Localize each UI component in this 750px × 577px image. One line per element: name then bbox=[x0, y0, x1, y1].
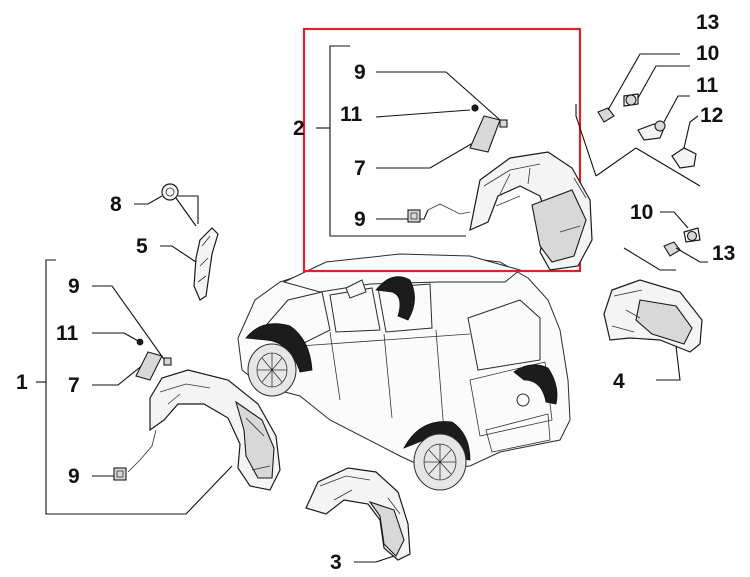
callout-12: 12 bbox=[700, 104, 723, 127]
callout-9-front-bottom: 9 bbox=[68, 465, 80, 488]
part-4-liner bbox=[603, 279, 703, 381]
callout-11-right: 11 bbox=[696, 74, 719, 97]
part-5-8-bracket bbox=[134, 183, 219, 301]
callout-7-box: 7 bbox=[354, 157, 366, 180]
callout-1: 1 bbox=[16, 371, 28, 394]
callout-9-front-top: 9 bbox=[68, 275, 80, 298]
front-wheel-liner-assembly bbox=[36, 259, 281, 515]
callout-2: 2 bbox=[293, 117, 305, 140]
callout-9-box-bottom: 9 bbox=[354, 208, 366, 231]
part-3-liner bbox=[305, 467, 411, 563]
callout-11-box: 11 bbox=[340, 103, 363, 126]
callout-5: 5 bbox=[136, 235, 148, 258]
rear-wheel-liner-assembly bbox=[316, 45, 593, 271]
highlight-box bbox=[302, 27, 582, 273]
mid-right-fasteners bbox=[623, 211, 708, 271]
callout-7-front: 7 bbox=[68, 374, 80, 397]
car-body bbox=[237, 253, 571, 491]
callout-4: 4 bbox=[613, 370, 625, 393]
upper-right-fasteners bbox=[575, 53, 701, 187]
callout-labels: 1 2 3 4 5 7 7 8 9 9 9 9 10 10 11 11 11 1… bbox=[16, 11, 735, 574]
callout-3: 3 bbox=[330, 551, 342, 574]
callout-10-top: 10 bbox=[696, 42, 719, 65]
callout-8: 8 bbox=[110, 193, 122, 216]
callout-9-box-top: 9 bbox=[354, 61, 366, 84]
callout-13-top: 13 bbox=[696, 11, 719, 34]
callout-11-front: 11 bbox=[56, 322, 79, 345]
callout-13-mid: 13 bbox=[712, 242, 735, 265]
callout-10-mid: 10 bbox=[630, 201, 653, 224]
